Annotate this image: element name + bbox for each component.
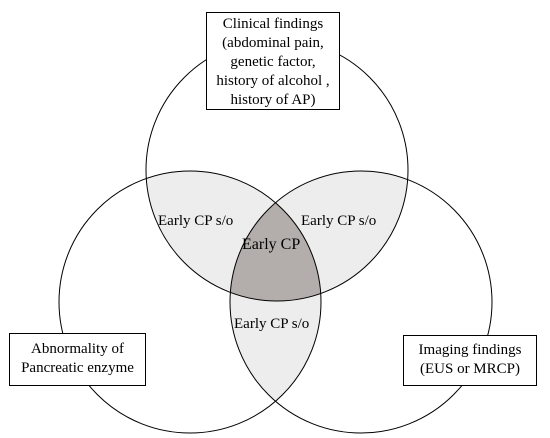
imaging-findings-box: Imaging findings (EUS or MRCP) xyxy=(403,335,537,386)
pancreatic-enzyme-box: Abnormality of Pancreatic enzyme xyxy=(9,333,146,386)
clinical-findings-line-5: history of AP) xyxy=(230,92,316,108)
clinical-findings-box: Clinical findings (abdominal pain, genet… xyxy=(206,12,340,110)
overlap-all-three xyxy=(230,171,321,301)
imaging-findings-line-1: Imaging findings xyxy=(418,342,522,358)
clinical-findings-line-3: genetic factor, xyxy=(230,54,316,70)
circle-pancreatic-enzyme xyxy=(58,170,322,434)
region-label-clinical-imaging: Early CP s/o xyxy=(301,213,377,229)
region-label-all-three: Early CP xyxy=(242,236,301,253)
region-label-clinical-enzyme: Early CP s/o xyxy=(158,213,234,229)
circle-imaging-findings xyxy=(229,170,493,434)
clinical-findings-line-4: history of alcohol , xyxy=(216,73,330,89)
clinical-findings-line-2: (abdominal pain, xyxy=(222,35,324,51)
pancreatic-enzyme-line-2: Pancreatic enzyme xyxy=(21,360,134,376)
clinical-findings-line-1: Clinical findings xyxy=(222,16,324,32)
imaging-findings-line-2: (EUS or MRCP) xyxy=(419,361,520,377)
pancreatic-enzyme-line-1: Abnormality of xyxy=(31,341,124,357)
region-label-enzyme-imaging: Early CP s/o xyxy=(234,316,310,332)
